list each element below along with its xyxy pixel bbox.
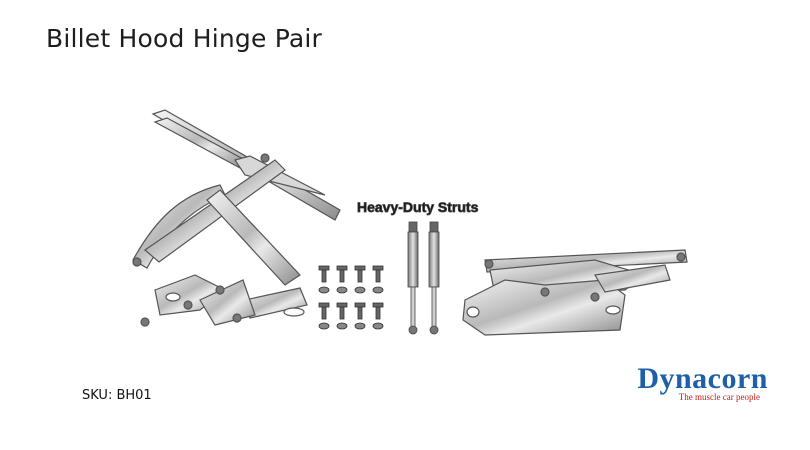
brand-logo: Dynacorn The muscle car people: [588, 362, 768, 403]
product-title: Billet Hood Hinge Pair: [46, 24, 323, 53]
struts-caption: Heavy-Duty Struts: [357, 199, 479, 215]
brand-name: Dynacorn: [637, 362, 768, 395]
sku-label: SKU: BH01: [82, 388, 152, 403]
brand-tagline: The muscle car people: [678, 392, 760, 402]
bolt-kit-icon: [318, 265, 384, 330]
hinge-open-icon: [132, 109, 341, 327]
hinge-closed-icon: [462, 249, 688, 336]
product-image: Heavy-Duty Struts: [132, 109, 688, 336]
gas-strut-icon: Heavy-Duty Struts: [357, 199, 479, 335]
